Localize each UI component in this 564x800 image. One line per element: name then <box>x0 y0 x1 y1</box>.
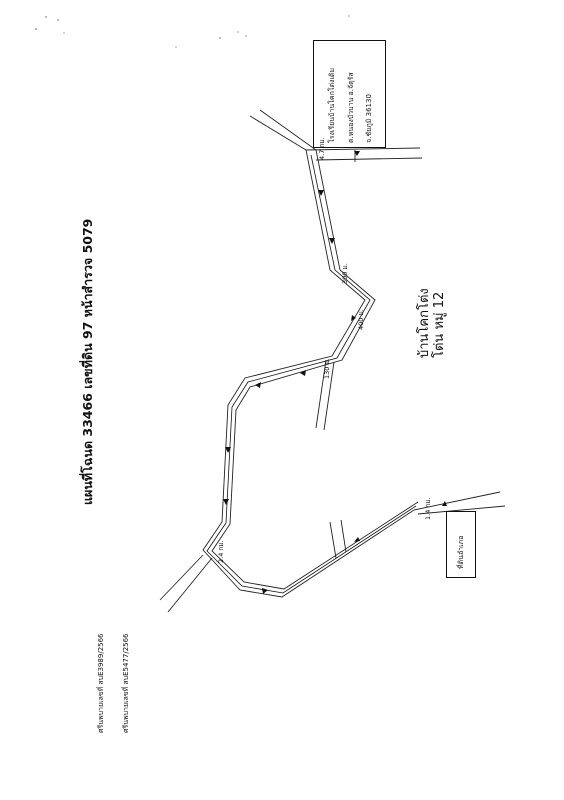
school-label-line: จ.ชัยภูมิ 36130 <box>365 94 373 143</box>
road-stub-2 <box>340 519 347 553</box>
arrow-icon <box>329 238 335 244</box>
scan-specks <box>35 15 350 48</box>
school-label-line: ต.หนองบัวบาน อ.จัตุรัส <box>347 72 355 143</box>
side-road-b <box>323 361 335 431</box>
arrow-icon <box>262 588 268 594</box>
village-moo: โต่น หมู่ 12 <box>432 291 447 358</box>
road-exit-southeast-b <box>417 505 506 515</box>
side-road-a <box>315 359 327 429</box>
route-line <box>206 154 417 594</box>
reference-number: ศรีนพบายเลขที่ สบE3989/2566 <box>97 633 105 733</box>
arrow-icon <box>300 370 306 376</box>
road-stub-1 <box>329 521 337 559</box>
map-title: แผนที่โฉนด 33466 เลขที่ดิน 97 หน้าสำรวจ … <box>80 218 95 505</box>
road-exit-southwest-a <box>159 554 204 601</box>
road-exit-southeast-a <box>413 491 501 511</box>
arrow-icon <box>225 447 231 453</box>
office-label: ที่ดินอำเภอ <box>457 535 465 569</box>
reference-number: ศรีนพบายเลขที่ สบE5477/2566 <box>122 633 130 733</box>
distance-label: 1.4 กม. <box>424 497 432 520</box>
office-label-box <box>446 511 476 578</box>
arrow-icon <box>318 190 324 196</box>
distance-label: 300 ม. <box>341 263 349 284</box>
road-branch-school-b <box>315 157 423 161</box>
distance-label: 2.4 กม. <box>217 540 225 563</box>
road-exit-southwest-b <box>167 557 213 613</box>
distance-label: 130 ม. <box>323 358 331 379</box>
road-branch-school-a <box>305 147 421 151</box>
main-road-edge-b <box>211 149 419 590</box>
road-branch-northwest-b <box>259 109 317 151</box>
main-road-edge-a <box>202 149 415 598</box>
arrow-icon <box>223 499 229 505</box>
school-label-box <box>313 40 386 148</box>
arrow-icon <box>442 501 447 506</box>
distance-label: 4.7 กม. <box>318 137 326 160</box>
road-branch-northwest-a <box>249 115 307 151</box>
distance-label: 400 ม. <box>357 309 365 330</box>
arrow-icon <box>255 382 261 388</box>
direction-arrows <box>223 151 447 594</box>
arrow-icon <box>354 151 360 156</box>
arrow-icon <box>351 315 356 321</box>
arrow-icon <box>354 537 360 542</box>
